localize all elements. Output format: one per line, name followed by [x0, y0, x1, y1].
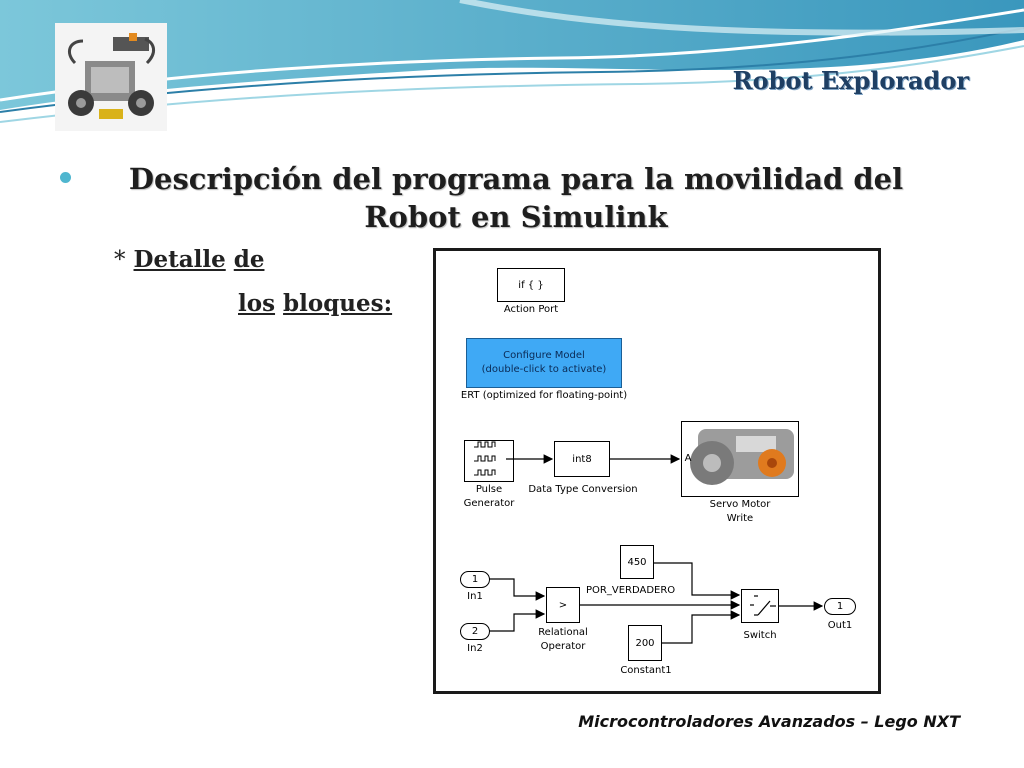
- relational-operator-block[interactable]: >: [546, 587, 580, 623]
- pulse-wave-icon: [474, 441, 496, 476]
- diagram-wires: [474, 429, 824, 644]
- in1-label: In1: [467, 591, 483, 602]
- out1-port[interactable]: 1: [824, 598, 856, 615]
- header-wave-decoration: [0, 0, 1024, 123]
- servo-motor-icon: [690, 429, 794, 485]
- relop-label-1: Relational: [538, 627, 588, 638]
- configure-line-1: Configure Model: [503, 350, 585, 361]
- servo-label-1: Servo Motor: [709, 499, 771, 510]
- pulse-label-2: Generator: [463, 498, 515, 509]
- por-verdadero-label: POR_VERDADERO: [586, 585, 676, 596]
- in2-port[interactable]: 2: [460, 623, 490, 640]
- data-type-conversion-label: Data Type Conversion: [528, 484, 638, 495]
- sub-bullet-line-2: los bloques:: [238, 290, 392, 317]
- sub-word-de: de: [233, 246, 265, 273]
- constant-450-block[interactable]: 450: [620, 545, 654, 579]
- simulink-diagram: if { } Action Port Configure Model (doub…: [433, 248, 881, 694]
- bullet-text: Descripción del programa para la movilid…: [128, 162, 904, 234]
- configure-model-block[interactable]: Configure Model (double-click to activat…: [466, 338, 622, 388]
- servo-label-2: Write: [726, 513, 754, 524]
- robot-logo: [55, 23, 167, 131]
- pulse-generator-block[interactable]: [464, 440, 514, 482]
- sub-bullet-line-1: * Detalle de: [114, 246, 264, 273]
- slide-header-title: Robot Explorador: [732, 66, 969, 95]
- relational-operator-label: Relational Operator: [524, 626, 602, 654]
- bullet-icon: [60, 172, 71, 183]
- switch-block[interactable]: [741, 589, 779, 623]
- sub-word-bloques: bloques:: [283, 290, 393, 317]
- sub-word-detalle: Detalle: [133, 246, 226, 273]
- action-port-block[interactable]: if { }: [497, 268, 565, 302]
- pulse-generator-label: Pulse Generator: [454, 483, 524, 511]
- servo-motor-block[interactable]: [681, 421, 799, 497]
- servo-motor-label: Servo Motor Write: [690, 498, 790, 526]
- switch-label: Switch: [743, 630, 777, 641]
- lego-robot-icon: [55, 23, 167, 131]
- configure-line-2: (double-click to activate): [481, 364, 607, 375]
- configure-label: ERT (optimized for floating-point): [460, 390, 628, 401]
- star-marker: *: [114, 247, 126, 273]
- sub-word-los: los: [238, 290, 276, 317]
- data-type-conversion-block[interactable]: int8: [554, 441, 610, 477]
- constant1-label: Constant1: [620, 665, 672, 676]
- slide-footer: Microcontroladores Avanzados – Lego NXT: [578, 712, 960, 731]
- main-bullet: Descripción del programa para la movilid…: [60, 160, 980, 236]
- in2-label: In2: [467, 643, 483, 654]
- switch-icon: [750, 595, 776, 616]
- out1-label: Out1: [827, 620, 853, 631]
- constant-200-block[interactable]: 200: [628, 625, 662, 661]
- in1-port[interactable]: 1: [460, 571, 490, 588]
- servo-port-label: A: [684, 453, 692, 464]
- pulse-label-1: Pulse: [475, 484, 503, 495]
- relop-label-2: Operator: [540, 641, 586, 652]
- action-port-label: Action Port: [503, 304, 559, 315]
